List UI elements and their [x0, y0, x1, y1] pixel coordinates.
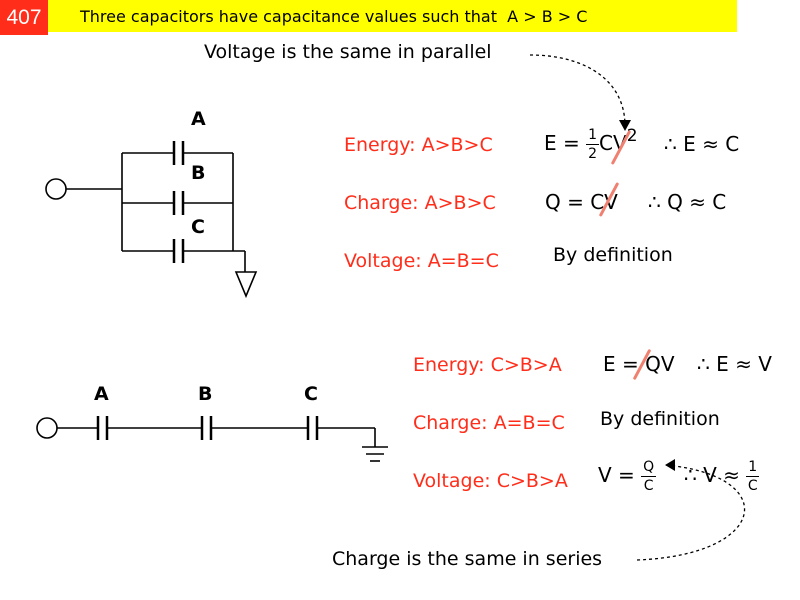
- equation-lhs: V: [598, 463, 612, 487]
- slide-number: 407: [0, 0, 48, 35]
- parallel-label-b: B: [191, 162, 206, 184]
- parallel-energy-label: Energy: A>B>C: [344, 134, 493, 156]
- parallel-circuit: [45, 141, 258, 299]
- series-label-b: B: [198, 383, 213, 405]
- fraction: 1 C: [746, 459, 760, 494]
- fraction: Q C: [641, 459, 657, 494]
- parallel-ground-symbol: [234, 271, 258, 299]
- equation-operator: =: [618, 463, 635, 487]
- parallel-input-terminal: [45, 178, 67, 200]
- series-voltage-conclusion: ∴ V ≈ 1 C: [684, 459, 760, 494]
- series-charge-label: Charge: A=B=C: [413, 412, 565, 434]
- series-note: Charge is the same in series: [332, 548, 603, 570]
- fraction-numerator: Q: [641, 459, 657, 477]
- series-circuit: [36, 416, 388, 462]
- parallel-voltage-reason: By definition: [553, 244, 673, 266]
- series-voltage-label: Voltage: C>B>A: [413, 470, 568, 492]
- parallel-label-c: C: [191, 216, 205, 238]
- fraction-denominator: C: [643, 478, 654, 494]
- series-input-terminal: [36, 417, 58, 439]
- parallel-label-a: A: [191, 108, 206, 130]
- equation-operator: =: [563, 131, 580, 155]
- series-label-a: A: [94, 383, 109, 405]
- series-voltage-equation: V = Q C: [598, 459, 657, 494]
- parallel-charge-label: Charge: A>B>C: [344, 192, 496, 214]
- series-note-arrowhead: [665, 459, 675, 471]
- fraction-numerator: 1: [746, 459, 760, 477]
- parallel-note-arrowhead: [619, 120, 631, 131]
- parallel-charge-conclusion: ∴ Q ≈ C: [648, 190, 727, 214]
- series-ground-symbol: [362, 446, 388, 462]
- parallel-energy-equation: E = 1 2 CV2: [544, 126, 638, 161]
- equation-exponent: 2: [626, 126, 638, 146]
- fraction: 1 2: [586, 127, 600, 162]
- series-label-c: C: [304, 383, 318, 405]
- parallel-energy-conclusion: ∴ E ≈ C: [664, 132, 740, 156]
- fraction-numerator: 1: [586, 127, 600, 145]
- series-energy-conclusion: ∴ E ≈ V: [697, 352, 772, 376]
- slide-title: Three capacitors have capacitance values…: [48, 0, 737, 32]
- fraction-denominator: 2: [588, 146, 598, 162]
- parallel-voltage-label: Voltage: A=B=C: [344, 250, 499, 272]
- fraction-denominator: C: [747, 478, 758, 494]
- conclusion-lhs: ∴ V ≈: [684, 463, 740, 487]
- equation-lhs: E: [544, 131, 557, 155]
- series-energy-label: Energy: C>B>A: [413, 354, 562, 376]
- series-note-arrow: [636, 464, 746, 561]
- series-charge-reason: By definition: [600, 408, 720, 430]
- parallel-note: Voltage is the same in parallel: [204, 41, 492, 63]
- parallel-note-arrow: [529, 54, 626, 127]
